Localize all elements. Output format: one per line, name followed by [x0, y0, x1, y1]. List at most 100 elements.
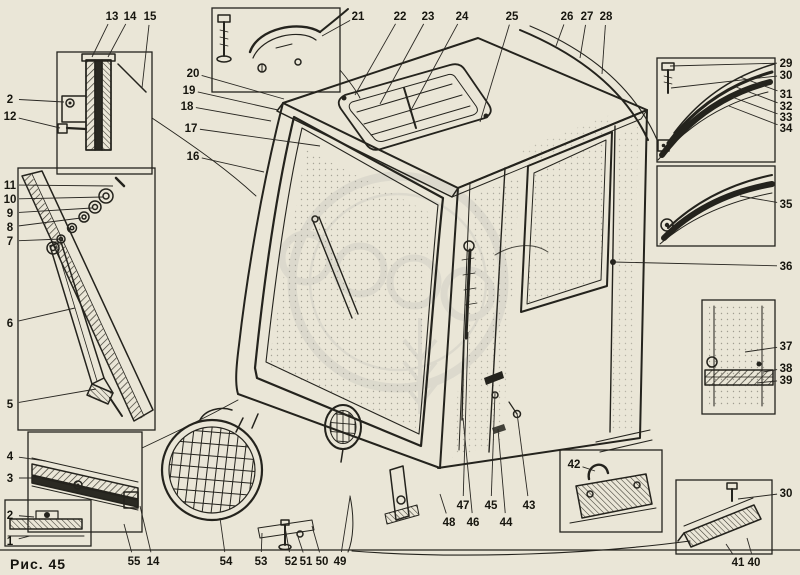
- callout-number: 55: [128, 556, 141, 568]
- callout-number: 53: [255, 556, 268, 568]
- callout-number: 30: [780, 488, 793, 500]
- callout-number: 2: [7, 94, 13, 106]
- leader-line: [18, 207, 93, 213]
- leader-line: [18, 99, 65, 103]
- leader-line: [516, 412, 529, 497]
- callout-number: 3: [7, 473, 13, 485]
- leader-line: [379, 23, 425, 105]
- leader-line: [123, 523, 133, 553]
- callout-number: 25: [506, 11, 519, 23]
- leader-line: [199, 128, 321, 147]
- leader-line: [201, 157, 265, 173]
- leader-line: [612, 261, 778, 267]
- leader-line: [728, 105, 778, 126]
- leader-line: [321, 19, 351, 37]
- leader-line: [739, 76, 778, 92]
- callout-number: 7: [7, 236, 13, 248]
- callout-number: 6: [7, 318, 13, 330]
- callout-number: 32: [780, 101, 793, 113]
- door-hardware: [461, 240, 522, 434]
- leader-line: [18, 456, 47, 462]
- callout-number: 27: [581, 11, 594, 23]
- callout-number: 12: [4, 111, 17, 123]
- worklamp: [324, 404, 362, 463]
- callout-number: 38: [780, 363, 793, 375]
- leader-line: [18, 238, 63, 242]
- callout-number: 19: [183, 85, 196, 97]
- leader-line: [746, 537, 752, 554]
- leader-line: [737, 493, 778, 500]
- callout-number: 14: [147, 556, 160, 568]
- callout-number: 2: [7, 510, 13, 522]
- leader-line: [497, 428, 506, 514]
- leader-line: [139, 505, 152, 553]
- callout-number: 52: [285, 556, 298, 568]
- leader-line: [555, 24, 565, 47]
- callout-number: 13: [106, 11, 119, 23]
- roof-hatch: [337, 63, 492, 151]
- leader-line: [725, 543, 734, 555]
- leader-line: [195, 107, 272, 122]
- callout-number: 45: [485, 500, 498, 512]
- leader-line: [439, 493, 447, 514]
- inset-box-corner-left: [4, 499, 92, 547]
- callout-number: 31: [780, 89, 793, 101]
- leader-line: [744, 346, 778, 353]
- callout-number: 1: [7, 536, 14, 548]
- callout-number: 41: [732, 557, 745, 569]
- leader-line: [462, 417, 473, 514]
- callout-number: 10: [4, 194, 17, 206]
- callout-number: 49: [334, 556, 347, 568]
- callout-number: 4: [7, 451, 14, 463]
- callout-number: 21: [352, 11, 365, 23]
- callout-number: 18: [181, 101, 194, 113]
- leader-line: [739, 195, 778, 203]
- callout-number: 40: [748, 557, 761, 569]
- leader-line: [18, 515, 35, 518]
- leader-line: [107, 23, 127, 58]
- leader-line: [731, 96, 778, 115]
- callout-number: 29: [780, 58, 793, 70]
- callout-number: 11: [4, 180, 17, 192]
- callout-number: 16: [187, 151, 200, 163]
- callout-number: 51: [300, 556, 313, 568]
- leader-line: [201, 75, 285, 100]
- callout-number: 8: [7, 222, 14, 234]
- leader-line: [409, 23, 459, 113]
- callout-number: 20: [187, 68, 200, 80]
- callout-number: 35: [780, 199, 793, 211]
- callout-number: 36: [780, 261, 793, 273]
- callout-number: 17: [185, 123, 198, 135]
- callout-number: 24: [456, 11, 469, 23]
- cab-side-panel: [437, 109, 648, 469]
- leader-line: [756, 380, 778, 384]
- callout-number: 47: [457, 500, 470, 512]
- leader-line: [18, 117, 61, 129]
- callout-number: 30: [780, 70, 793, 82]
- leader-line: [18, 184, 114, 187]
- leader-line: [490, 392, 496, 497]
- windshield: [235, 102, 459, 469]
- leader-line: [18, 217, 82, 227]
- leader-line: [762, 369, 778, 373]
- figure-label: Рис. 45: [10, 556, 67, 572]
- callout-number: 34: [780, 123, 793, 135]
- callout-number: 54: [220, 556, 233, 568]
- callout-number: 42: [568, 459, 581, 471]
- callout-number: 5: [7, 399, 14, 411]
- callout-number: 9: [7, 208, 13, 220]
- leader-line: [479, 24, 510, 123]
- callout-number: 39: [780, 375, 793, 387]
- inset-box-corner-right: [675, 479, 773, 555]
- headlight: [160, 407, 264, 522]
- inset-box-top: [211, 7, 349, 93]
- inset-box-hasp: [559, 449, 663, 533]
- callout-number: 23: [422, 11, 435, 23]
- leader-line: [18, 307, 76, 322]
- leader-line: [582, 466, 596, 472]
- leader-line: [311, 525, 320, 553]
- callout-number: 37: [780, 341, 793, 353]
